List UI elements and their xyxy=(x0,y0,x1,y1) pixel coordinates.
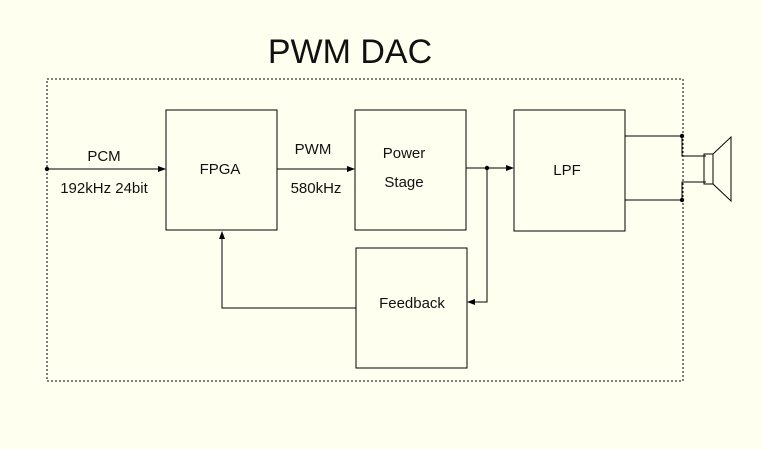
feedback-block: Feedback xyxy=(355,247,468,369)
pcm-spec-label: 192kHz 24bit xyxy=(60,180,148,197)
fpga-block: FPGA xyxy=(165,109,278,231)
power-to-lpf-arrow xyxy=(466,165,514,171)
fpga-label: FPGA xyxy=(200,161,241,178)
diagram-title: PWM DAC xyxy=(268,33,432,71)
pcm-input-arrow xyxy=(44,166,166,172)
feedback-tap-line xyxy=(467,168,488,305)
lpf-block: LPF xyxy=(513,109,626,232)
feedback-label: Feedback xyxy=(379,295,445,312)
feedback-to-fpga-line xyxy=(219,231,356,309)
dac-boundary xyxy=(46,78,684,382)
lpf-label: LPF xyxy=(553,162,581,179)
power-stage-label-line2: Stage xyxy=(384,174,423,191)
lpf-output-lines xyxy=(625,133,706,203)
pcm-label: PCM xyxy=(87,148,120,165)
power-stage-label-line1: Power xyxy=(383,145,426,162)
power-stage-block: Power Stage xyxy=(354,109,467,231)
pwm-freq-label: 580kHz xyxy=(291,180,342,197)
pwm-label: PWM xyxy=(295,141,332,158)
speaker-icon xyxy=(703,135,732,203)
